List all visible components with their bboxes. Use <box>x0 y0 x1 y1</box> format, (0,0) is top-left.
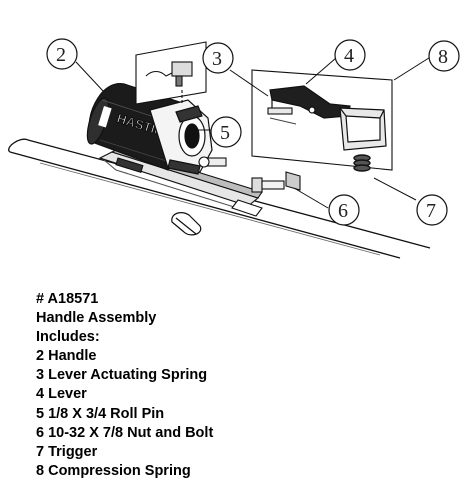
includes-label: Includes: <box>36 329 100 346</box>
svg-text:3: 3 <box>212 48 222 70</box>
svg-text:7: 7 <box>426 200 436 222</box>
part-item: 3 Lever Actuating Spring <box>36 367 208 384</box>
callout-5: 5 <box>210 116 242 148</box>
callout-4: 4 <box>334 39 366 71</box>
part-item: 5 1/8 X 3/4 Roll Pin <box>36 405 165 422</box>
compression-spring <box>353 154 371 172</box>
svg-text:6: 6 <box>338 200 348 222</box>
svg-text:2: 2 <box>56 44 66 66</box>
svg-text:5: 5 <box>220 122 230 144</box>
part-item: 6 10-32 X 7/8 Nut and Bolt <box>36 424 214 441</box>
pole-clamp <box>171 212 202 236</box>
part-item: 4 Lever <box>36 386 87 403</box>
leader-lines <box>75 55 433 209</box>
lever <box>269 85 351 119</box>
callout-2: 2 <box>46 38 78 70</box>
callout-7: 8 <box>428 40 460 72</box>
callout-6: 6 <box>328 194 360 226</box>
part-item: 7 Trigger <box>36 443 98 460</box>
svg-text:4: 4 <box>344 45 354 67</box>
bracket-inset <box>135 41 207 105</box>
part-number: # A18571 <box>36 291 99 307</box>
handle-head <box>149 99 213 175</box>
nut-and-bolt <box>198 156 301 193</box>
parts-list: # A18571 Handle Assembly Includes: 2 Han… <box>36 290 456 481</box>
trigger <box>339 107 387 151</box>
handle-assembly-diagram: HASTINGS <box>8 38 460 259</box>
callout-3: 3 <box>202 42 234 74</box>
svg-text:8: 8 <box>438 46 448 68</box>
part-item: 8 Compression Spring <box>36 462 191 479</box>
part-item: 2 Handle <box>36 348 97 365</box>
roll-pin <box>267 107 297 125</box>
assembly-title: Handle Assembly <box>36 310 157 327</box>
callout-8: 7 <box>416 194 448 226</box>
